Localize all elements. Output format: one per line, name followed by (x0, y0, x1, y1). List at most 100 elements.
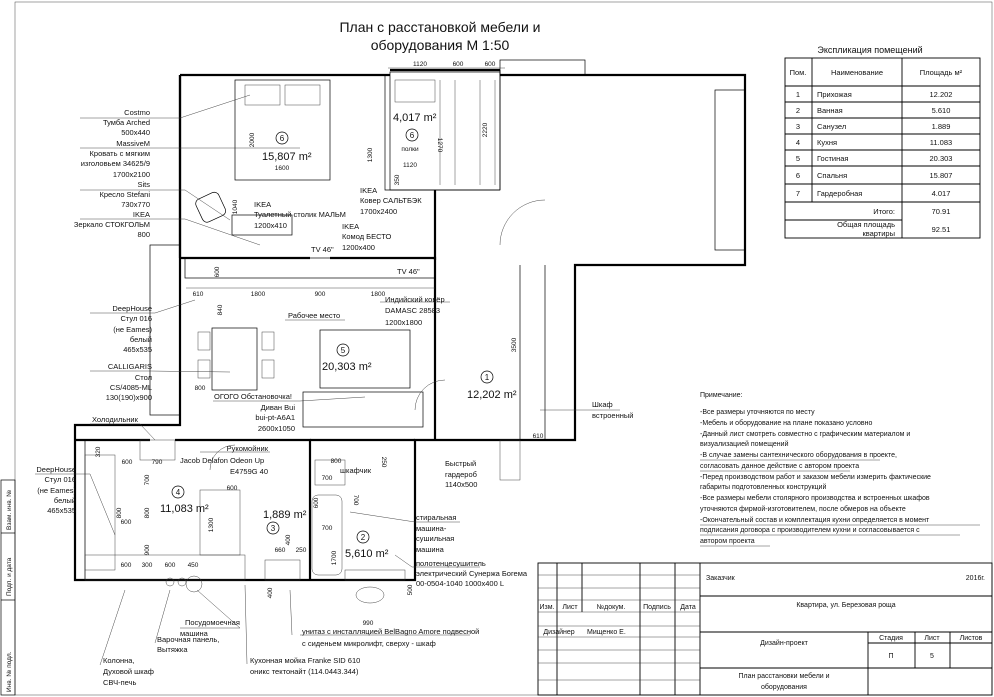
left-labels-kitchen: DeepHouse Стул 016 (не Eames) белый 465x… (35, 465, 116, 536)
svg-text:Гардеробная: Гардеробная (817, 189, 862, 198)
label: 1200x410 (254, 221, 287, 230)
overall-label: квартиры (862, 229, 895, 238)
side-stamp-inv: Инв. № подл. (6, 651, 13, 692)
stamp-header: Подпись (643, 604, 671, 611)
designer-role: Дизайнер (543, 628, 574, 636)
label: унитаз с инсталляцией BelBagno Amore под… (302, 627, 479, 636)
dim: 990 (363, 620, 374, 627)
dim: 350 (394, 174, 401, 185)
note-line: -Мебель и оборудование на плане показано… (700, 419, 872, 427)
label: IKEA (254, 200, 271, 209)
label: Кровать с мягким (90, 149, 150, 158)
dim: 1300 (367, 147, 374, 162)
room-area: 1,889 m² (263, 509, 307, 521)
room-number: 5 (341, 346, 346, 355)
dim: 3500 (511, 337, 518, 352)
overall-label: Общая площадь (837, 220, 895, 229)
object-name: Квартира, ул. Березовая роща (796, 602, 895, 609)
dim: 900 (315, 291, 326, 298)
dim: 660 (275, 547, 286, 554)
dining-table (211, 327, 258, 391)
note-line: согласовать данное действие с автором пр… (700, 462, 859, 470)
table-header: Пом. (790, 68, 807, 77)
note-line: -Все размеры мебели столярного производс… (700, 494, 930, 502)
label: электрический Сунержа Богема (416, 569, 528, 578)
dimensions: 1120 600 600 2000 1270 1120 350 2220 130… (95, 61, 544, 627)
stage-header: Стадия (879, 635, 903, 642)
label: Рукомойник (227, 444, 269, 453)
room-labels: 6 15,807 m² 1600 4,017 m² 6 полки 5 20,3… (160, 112, 517, 560)
dim: 400 (285, 534, 292, 545)
notes-title: Примечание: (700, 392, 743, 399)
label: Ковер САЛЬТБЭК (360, 196, 422, 205)
label: Колонна, (103, 656, 135, 665)
dim: 250 (296, 547, 307, 554)
svg-text:7: 7 (796, 189, 800, 198)
kitchen-island (199, 489, 241, 556)
svg-text:11.083: 11.083 (930, 138, 952, 147)
dim: 600 (453, 61, 464, 68)
label: изголовьем 34625/9 (81, 159, 150, 168)
kitchen-cabinets (84, 454, 116, 571)
svg-text:1: 1 (796, 90, 800, 99)
washer (314, 459, 346, 486)
side-stamp-replace: Взам. инв. № (6, 490, 13, 530)
dim: 2000 (249, 132, 256, 147)
dim: 300 (142, 562, 153, 569)
label: DeepHouse (112, 304, 152, 313)
notes: Примечание: -Все размеры уточняются по м… (700, 392, 980, 547)
title-block: Изм. Лист №докум. Подпись Дата Дизайнер … (537, 562, 993, 696)
svg-text:Прихожая: Прихожая (817, 90, 852, 99)
dim: 1300 (208, 517, 215, 532)
label: IKEA (133, 210, 150, 219)
dim: 600 (485, 61, 496, 68)
svg-text:Ванная: Ванная (817, 106, 843, 115)
dim: 600 (313, 497, 320, 508)
kitchen-counter (84, 554, 246, 581)
fridge-label: Холодильник (92, 415, 139, 424)
label: Туалетный столик МАЛЬМ (254, 210, 346, 219)
label: Быстрый (445, 459, 476, 468)
dim: 1120 (413, 61, 427, 68)
svg-text:1.889: 1.889 (932, 122, 951, 131)
note-line: габариты подготовленных конструкций (700, 483, 826, 491)
label: bui-pt-A6A1 (255, 413, 295, 422)
dim: 610 (193, 291, 204, 298)
side-stamp-sign: Подп. и дата (6, 557, 13, 596)
sheet-value: 5 (930, 653, 934, 660)
label: 00-0504-1040 1000x400 L (416, 579, 504, 588)
note-line: визуализацией помещений (700, 440, 789, 448)
label: шкафчик (340, 466, 372, 475)
stamp-header: Изм. (540, 604, 555, 611)
label: TV 46" (311, 245, 334, 254)
label: 730x770 (121, 200, 150, 209)
bath-sink (355, 586, 385, 604)
label: Индийский ковёр (385, 295, 445, 304)
left-labels-living: DeepHouse Стул 016 (не Eames) белый 465x… (90, 299, 231, 441)
note-line: -Данный лист смотреть совместно с графич… (700, 430, 910, 438)
room-number: 6 (410, 131, 415, 140)
note-line: -В случае замены сантехнического оборудо… (700, 451, 897, 459)
dim: 600 (214, 266, 221, 277)
sheet-title: План расстановки мебели и (738, 672, 829, 680)
label: Духовой шкаф (103, 667, 154, 676)
table-title: Экспликация помещений (817, 45, 922, 55)
label: белый (54, 496, 76, 505)
label: Стул 016 (121, 314, 153, 323)
left-labels-bedroom: Costmo Тумба Arched 500x440 MassiveM Кро… (74, 94, 300, 246)
bottom-labels: Посудомоечная машина Варочная панель, Вы… (99, 584, 479, 687)
label: E4759G 40 (230, 467, 268, 476)
walls (73, 59, 747, 582)
room-sub: полки (401, 146, 419, 153)
dim: 2220 (482, 122, 489, 137)
room-area: 20,303 m² (322, 361, 372, 373)
label: Стул 016 (45, 475, 77, 484)
note-line: автором проекта (700, 538, 755, 545)
note-line: -Все размеры уточняются по месту (700, 409, 815, 416)
drawing-title-line2: оборудования М 1:50 (371, 37, 510, 53)
label: встроенный (592, 411, 633, 420)
